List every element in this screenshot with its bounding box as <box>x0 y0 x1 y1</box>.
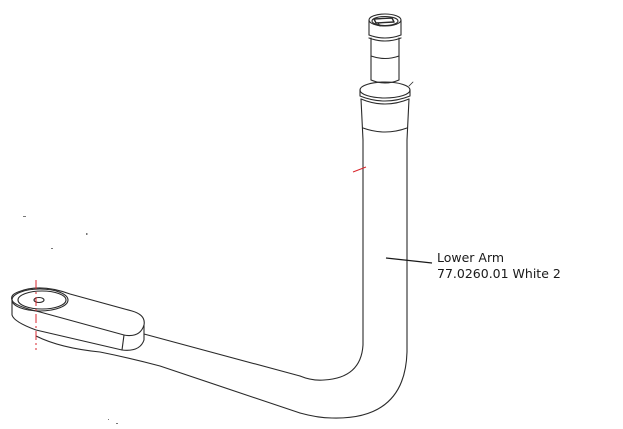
pivot-pad <box>11 287 145 351</box>
top-connector <box>368 13 402 84</box>
part-callout-label: Lower Arm 77.0260.01 White 2 <box>437 250 561 282</box>
vertical-tube <box>362 139 408 353</box>
tube-centerline-mark <box>352 166 367 173</box>
tube-bend <box>299 344 408 419</box>
horizontal-arm <box>35 333 301 414</box>
part-number: 77.0260.01 White 2 <box>437 266 561 281</box>
collar <box>359 81 414 141</box>
callout-leader-line <box>385 257 433 264</box>
part-name: Lower Arm <box>437 250 505 265</box>
